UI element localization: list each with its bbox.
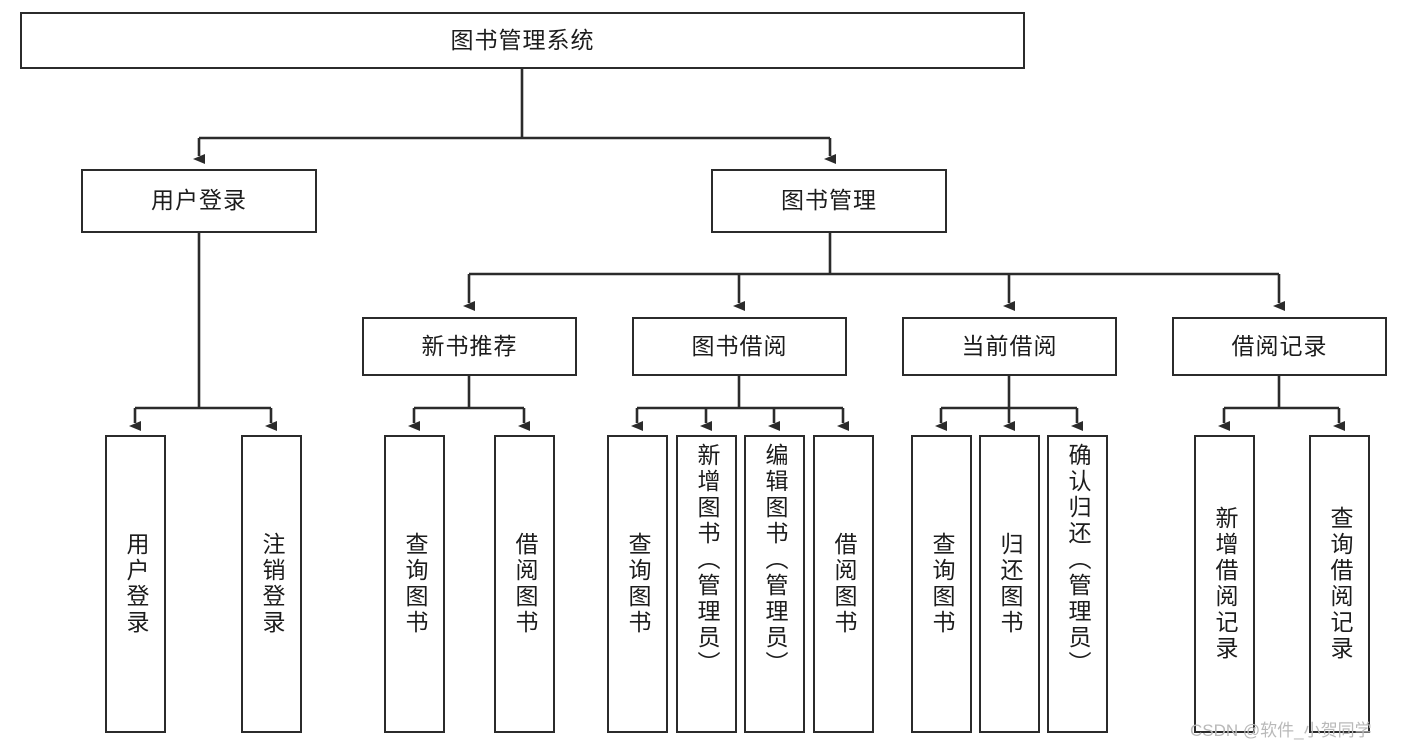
leaf-edit-book-admin[interactable]: 编辑图书（管理员） xyxy=(744,435,805,733)
watermark: CSDN @软件_小贺同学 xyxy=(1190,721,1372,740)
leaf-user-login[interactable]: 用户登录 xyxy=(105,435,166,733)
leaf-query-book-recommend[interactable]: 查询图书 xyxy=(384,435,445,733)
node-book-management[interactable]: 图书管理 xyxy=(711,169,947,233)
leaf-query-borrow-record[interactable]: 查询借阅记录 xyxy=(1309,435,1370,733)
node-root-system[interactable]: 图书管理系统 xyxy=(20,12,1025,69)
node-label: 编辑图书（管理员） xyxy=(762,443,788,677)
node-label: 注销登录 xyxy=(259,532,285,636)
leaf-add-book-admin[interactable]: 新增图书（管理员） xyxy=(676,435,737,733)
node-label: 查询图书 xyxy=(929,532,955,636)
node-label: 用户登录 xyxy=(123,532,149,636)
node-label: 借阅图书 xyxy=(831,532,857,636)
node-borrow-record[interactable]: 借阅记录 xyxy=(1172,317,1387,376)
leaf-confirm-return-admin[interactable]: 确认归还（管理员） xyxy=(1047,435,1108,733)
leaf-query-book-borrow[interactable]: 查询图书 xyxy=(607,435,668,733)
node-label: 确认归还（管理员） xyxy=(1065,443,1091,677)
leaf-query-book-current[interactable]: 查询图书 xyxy=(911,435,972,733)
node-label: 新书推荐 xyxy=(421,332,518,359)
node-label: 图书管理 xyxy=(781,187,877,214)
node-label: 用户登录 xyxy=(151,187,247,214)
node-new-book-recommend[interactable]: 新书推荐 xyxy=(362,317,577,376)
node-label: 查询图书 xyxy=(402,532,428,636)
node-current-borrow[interactable]: 当前借阅 xyxy=(902,317,1117,376)
node-label: 查询借阅记录 xyxy=(1327,506,1353,662)
node-label: 图书管理系统 xyxy=(450,26,595,53)
node-label: 借阅图书 xyxy=(512,532,538,636)
leaf-borrow-book-recommend[interactable]: 借阅图书 xyxy=(494,435,555,733)
leaf-logout[interactable]: 注销登录 xyxy=(241,435,302,733)
node-user-login[interactable]: 用户登录 xyxy=(81,169,317,233)
leaf-add-borrow-record[interactable]: 新增借阅记录 xyxy=(1194,435,1255,733)
node-label: 图书借阅 xyxy=(691,332,788,359)
node-label: 新增借阅记录 xyxy=(1212,506,1238,662)
leaf-return-book[interactable]: 归还图书 xyxy=(979,435,1040,733)
node-label: 查询图书 xyxy=(625,532,651,636)
node-book-borrow[interactable]: 图书借阅 xyxy=(632,317,847,376)
node-label: 借阅记录 xyxy=(1231,332,1328,359)
leaf-borrow-book[interactable]: 借阅图书 xyxy=(813,435,874,733)
node-label: 归还图书 xyxy=(997,532,1023,636)
node-label: 当前借阅 xyxy=(961,332,1058,359)
node-label: 新增图书（管理员） xyxy=(694,443,720,677)
